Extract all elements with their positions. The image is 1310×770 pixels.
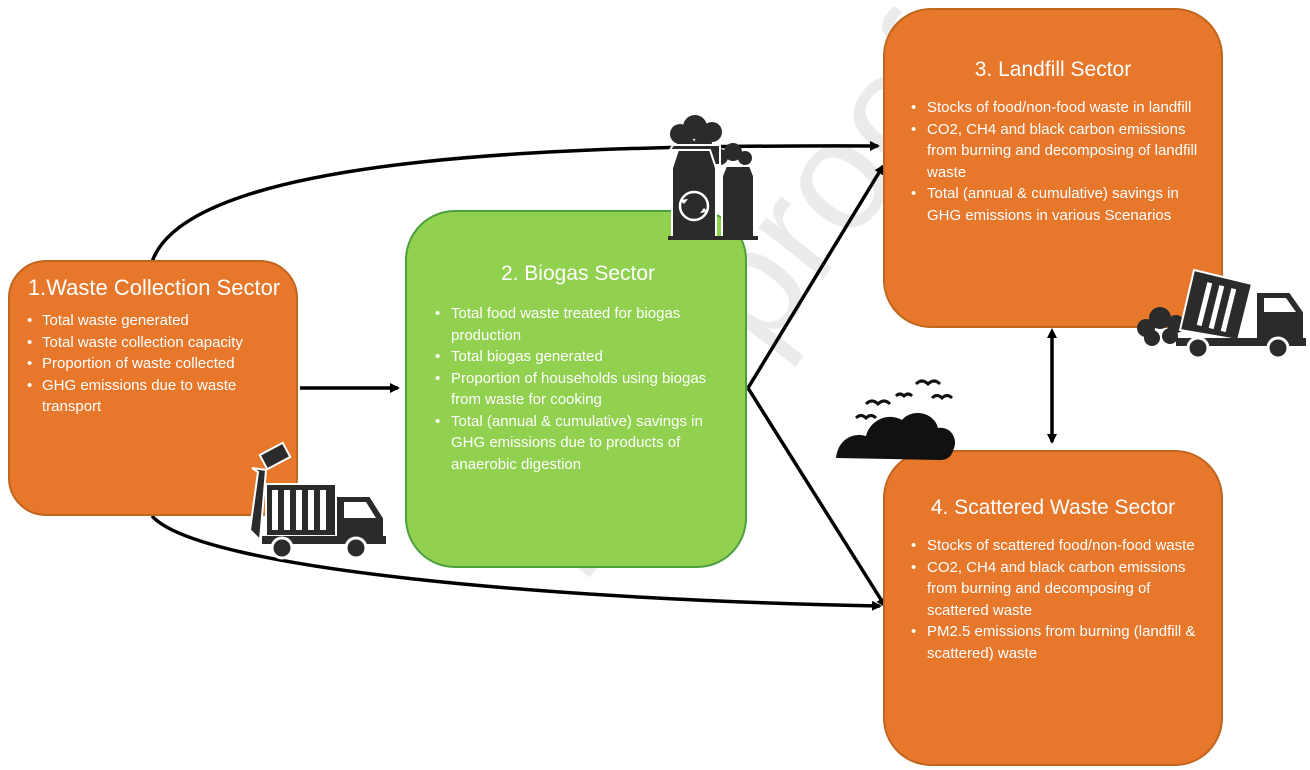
waste-collection-sector-title: 1.Waste Collection Sector xyxy=(27,275,281,300)
list-item: PM2.5 emissions from burning (landfill &… xyxy=(905,621,1201,664)
list-item: Total (annual & cumulative) savings in G… xyxy=(905,183,1201,226)
landfill-sector-list: Stocks of food/non-food waste in landfil… xyxy=(905,97,1201,226)
biogas-sector-box: 2. Biogas Sector Total food waste treate… xyxy=(405,210,747,568)
scattered-waste-sector-list: Stocks of scattered food/non-food waste … xyxy=(905,535,1201,664)
list-item: Total food waste treated for biogas prod… xyxy=(429,303,727,346)
arrow-biogas-to-scattered xyxy=(746,387,887,608)
waste-collection-sector-box: 1.Waste Collection Sector Total waste ge… xyxy=(8,260,298,516)
list-item: CO2, CH4 and black carbon emissions from… xyxy=(905,557,1201,622)
waste-collection-sector-list: Total waste generated Total waste collec… xyxy=(24,310,284,418)
biogas-sector-list: Total food waste treated for biogas prod… xyxy=(429,303,727,475)
list-item: Total (annual & cumulative) savings in G… xyxy=(429,411,727,476)
list-item: Stocks of food/non-food waste in landfil… xyxy=(905,97,1201,119)
landfill-sector-box: 3. Landfill Sector Stocks of food/non-fo… xyxy=(883,8,1223,328)
scattered-waste-sector-box: 4. Scattered Waste Sector Stocks of scat… xyxy=(883,450,1223,766)
list-item: Stocks of scattered food/non-food waste xyxy=(905,535,1201,557)
list-item: Total biogas generated xyxy=(429,346,727,368)
arrow-biogas-to-landfill xyxy=(746,164,885,389)
biogas-sector-title: 2. Biogas Sector xyxy=(500,262,656,285)
list-item: GHG emissions due to waste transport xyxy=(24,375,284,418)
smoke-cloud-birds-icon xyxy=(836,379,956,460)
list-item: Proportion of waste collected xyxy=(24,353,284,375)
list-item: Total waste generated xyxy=(24,310,284,332)
scattered-waste-sector-title: 4. Scattered Waste Sector xyxy=(930,496,1176,519)
list-item: CO2, CH4 and black carbon emissions from… xyxy=(905,119,1201,184)
landfill-sector-title: 3. Landfill Sector xyxy=(974,58,1132,81)
list-item: Proportion of households using biogas fr… xyxy=(429,368,727,411)
list-item: Total waste collection capacity xyxy=(24,332,284,354)
